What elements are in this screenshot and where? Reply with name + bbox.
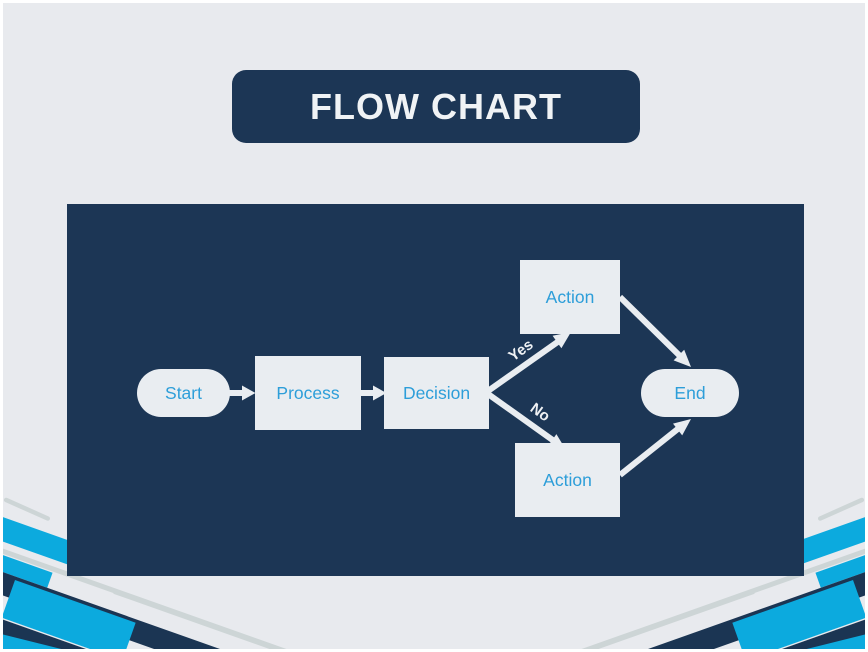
node-decision: Decision [384,357,489,429]
node-decision-label: Decision [402,382,471,403]
title-box: FLOW CHART [232,70,640,143]
node-action-top-label: Action [545,286,595,307]
node-end-label: End [674,382,706,403]
node-action-bottom: Action [515,443,620,517]
node-action-top: Action [520,260,620,334]
page-title: FLOW CHART [310,85,562,127]
node-end: End [641,369,739,417]
node-start-label: Start [165,382,202,403]
node-process-label: Process [276,382,340,403]
node-process: Process [255,356,361,430]
node-start: Start [137,369,230,417]
node-action-bottom-label: Action [543,469,592,490]
